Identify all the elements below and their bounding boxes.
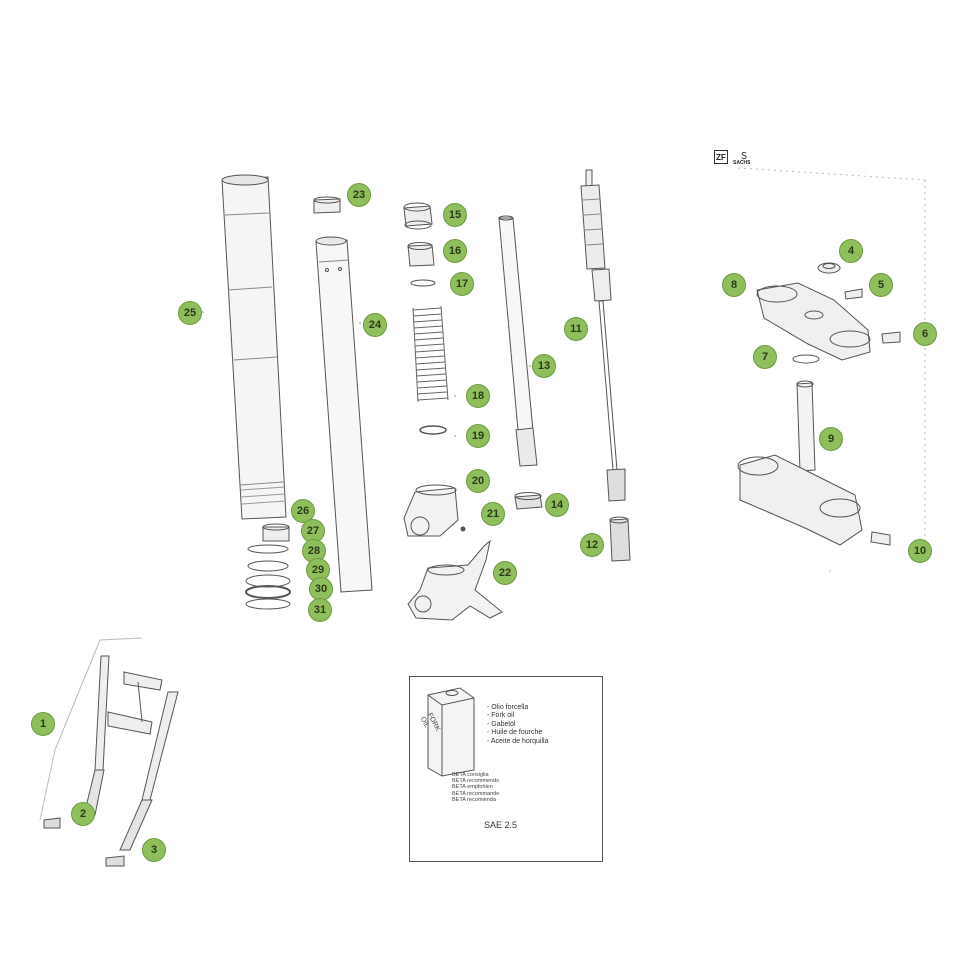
- inner-fork-tube: [315, 236, 373, 593]
- outer-fork-tube: [221, 174, 287, 520]
- oring-17: [410, 279, 436, 287]
- oil-recommend-en: BETA recommends: [452, 778, 499, 785]
- callout-2: 2: [71, 802, 95, 826]
- callout-22: 22: [493, 561, 517, 585]
- top-cap: [403, 202, 433, 230]
- callout-20: 20: [466, 469, 490, 493]
- callout-14: 14: [545, 493, 569, 517]
- callout-3: 3: [142, 838, 166, 862]
- callout-1: 1: [31, 712, 55, 736]
- sachs-label: SACHS: [733, 160, 751, 166]
- seal-stack: [245, 523, 291, 610]
- part-14: [514, 494, 543, 510]
- bolt-5: [844, 288, 863, 300]
- steering-nut-4: [817, 262, 841, 274]
- oring-7: [792, 354, 820, 364]
- zf-logo-text: ZF: [716, 152, 726, 162]
- screw-21: [460, 526, 466, 532]
- oil-name-fr: - Huile de fourche: [487, 729, 543, 737]
- callout-6: 6: [913, 322, 937, 346]
- callout-21: 21: [481, 502, 505, 526]
- fork-foot-22: [407, 539, 503, 621]
- oil-can-drawing: [427, 687, 475, 777]
- oil-grade: SAE 2.5: [484, 820, 518, 830]
- callout-26: 26: [291, 499, 315, 523]
- oil-name-en: - Fork oil: [487, 712, 515, 720]
- damper-rod-11: [580, 169, 626, 502]
- oil-recommend-de: BETA empfohlen: [452, 784, 493, 791]
- callout-27: 27: [301, 519, 325, 543]
- callout-31: 31: [308, 598, 332, 622]
- callout-5: 5: [869, 273, 893, 297]
- fork-oil-box: [409, 676, 603, 862]
- cartridge-13: [498, 215, 538, 467]
- bushing-23: [313, 198, 341, 214]
- lower-triple-clamp-9: [737, 380, 863, 546]
- callout-10: 10: [908, 539, 932, 563]
- valve-12: [609, 516, 631, 562]
- upper-triple-clamp-8: [756, 282, 871, 361]
- callout-7: 7: [753, 345, 777, 369]
- callout-24: 24: [363, 313, 387, 337]
- oil-recommend-list: BETA consiglia BETA recommends BETA empf…: [452, 772, 499, 803]
- fork-assembly-overview: [39, 637, 179, 867]
- spring-18: [412, 305, 449, 403]
- oil-recommend-fr: BETA recommande: [452, 790, 500, 797]
- nut-16: [407, 244, 435, 267]
- callout-19: 19: [466, 424, 490, 448]
- bolt-6: [881, 331, 901, 344]
- callout-13: 13: [532, 354, 556, 378]
- bolt-10: [870, 531, 891, 546]
- oil-name-it: - Olio forcella: [487, 704, 529, 711]
- callout-17: 17: [450, 272, 474, 296]
- callout-12: 12: [580, 533, 604, 557]
- callout-15: 15: [443, 203, 467, 227]
- oil-recommend-it: BETA consiglia: [452, 772, 489, 778]
- zf-logo: ZF: [714, 150, 728, 164]
- oil-recommend-es: BETA recomienda: [452, 796, 496, 803]
- callout-8: 8: [722, 273, 746, 297]
- callout-11: 11: [564, 317, 588, 341]
- callout-16: 16: [443, 239, 467, 263]
- callout-4: 4: [839, 239, 863, 263]
- callout-9: 9: [819, 427, 843, 451]
- sachs-icon: Ｓ: [739, 151, 749, 161]
- callout-25: 25: [178, 301, 202, 325]
- callout-23: 23: [347, 183, 371, 207]
- washer-19: [419, 425, 447, 435]
- oil-name-de: - Gabelöl: [487, 720, 516, 728]
- axle-clamp-20: [403, 484, 459, 537]
- oil-names-list: - Olio forcella - Fork oil - Gabelöl - H…: [487, 704, 548, 746]
- oil-name-es: - Aceite de horquilla: [487, 737, 549, 745]
- callout-18: 18: [466, 384, 490, 408]
